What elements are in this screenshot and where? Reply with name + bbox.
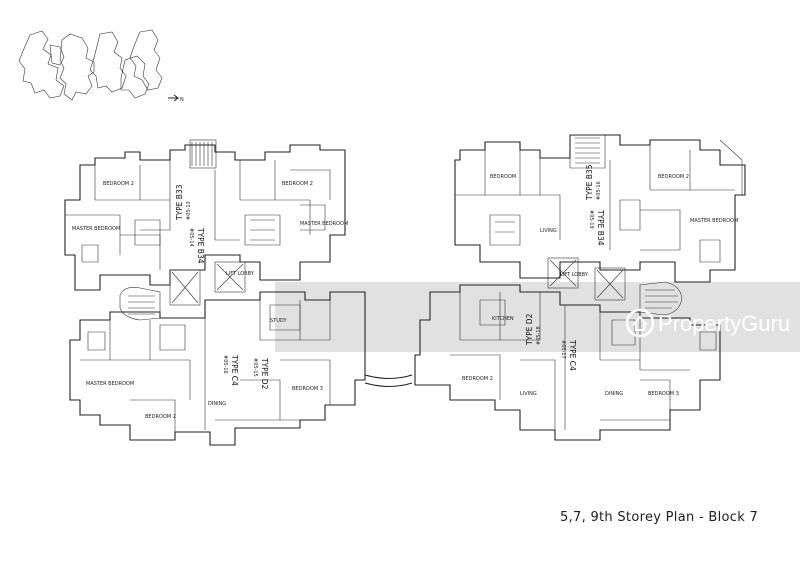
room-label: STUDY xyxy=(270,318,287,324)
room-label: LIVING xyxy=(520,391,537,397)
north-arrow-icon: N xyxy=(168,94,184,103)
room-label: MASTER BEDROOM xyxy=(300,221,348,227)
room-label: BEDROOM 3 xyxy=(648,391,679,397)
unit-type-label: TYPE B34 xyxy=(596,209,605,246)
key-plan: N xyxy=(18,29,184,103)
unit-number-label: #05-13 xyxy=(186,201,192,220)
watermark-text: PropertyGuru xyxy=(658,311,790,336)
unit-number-label: #05-16 xyxy=(222,355,228,374)
unit-type-label: TYPE D2 xyxy=(260,357,269,390)
watermark-logo-icon xyxy=(625,308,655,338)
north-label: N xyxy=(180,97,184,103)
unit-number-label: #05-17 xyxy=(560,340,566,359)
room-label: BEDROOM 2 xyxy=(282,181,313,187)
unit-number-label: #05-18 xyxy=(536,326,542,345)
unit-number-label: #05-19 xyxy=(588,210,594,229)
room-label: MASTER BEDROOM xyxy=(72,226,120,232)
watermark-band xyxy=(275,282,800,352)
unit-type-label: TYPE B34 xyxy=(196,227,205,264)
unit-type-label: TYPE C4 xyxy=(230,354,239,386)
unit-number-label: #05-15 xyxy=(252,358,258,377)
unit-labels: TYPE B33 #05-13 TYPE B34 #05-14 TYPE C4 … xyxy=(175,164,605,389)
room-label: BEDROOM xyxy=(490,174,516,180)
room-label: BEDROOM 2 xyxy=(103,181,134,187)
room-label: LIFT LOBBY xyxy=(226,271,255,277)
link-bridge xyxy=(364,374,413,388)
room-label: BEDROOM 2 xyxy=(462,376,493,382)
room-label: KITCHEN xyxy=(492,316,514,322)
room-label: LIFT LOBBY xyxy=(560,272,589,278)
left-wing-plan xyxy=(64,139,366,446)
unit-number-label: #05-14 xyxy=(188,228,194,247)
unit-type-label: TYPE D2 xyxy=(525,313,534,346)
room-label: MASTER BEDROOM xyxy=(86,381,134,387)
room-label: MASTER BEDROOM xyxy=(690,218,738,224)
room-label: BEDROOM 2 xyxy=(658,174,689,180)
watermark: PropertyGuru xyxy=(625,308,790,338)
room-label: LIVING xyxy=(540,228,557,234)
room-label: DINING xyxy=(605,391,623,397)
plan-caption: 5,7, 9th Storey Plan - Block 7 xyxy=(560,510,759,525)
unit-type-label: TYPE B33 xyxy=(175,184,184,221)
room-label: DINING xyxy=(208,401,226,407)
site-key-plan-icon xyxy=(18,29,163,101)
room-label: BEDROOM 3 xyxy=(292,386,323,392)
unit-type-label: TYPE C4 xyxy=(568,339,577,371)
unit-type-label: TYPE B35 xyxy=(585,164,594,201)
room-label: BEDROOM 2 xyxy=(145,414,176,420)
room-labels: BEDROOM 2 MASTER BEDROOM BEDROOM 2 MASTE… xyxy=(72,174,738,420)
unit-number-label: #05-16 xyxy=(596,181,602,200)
